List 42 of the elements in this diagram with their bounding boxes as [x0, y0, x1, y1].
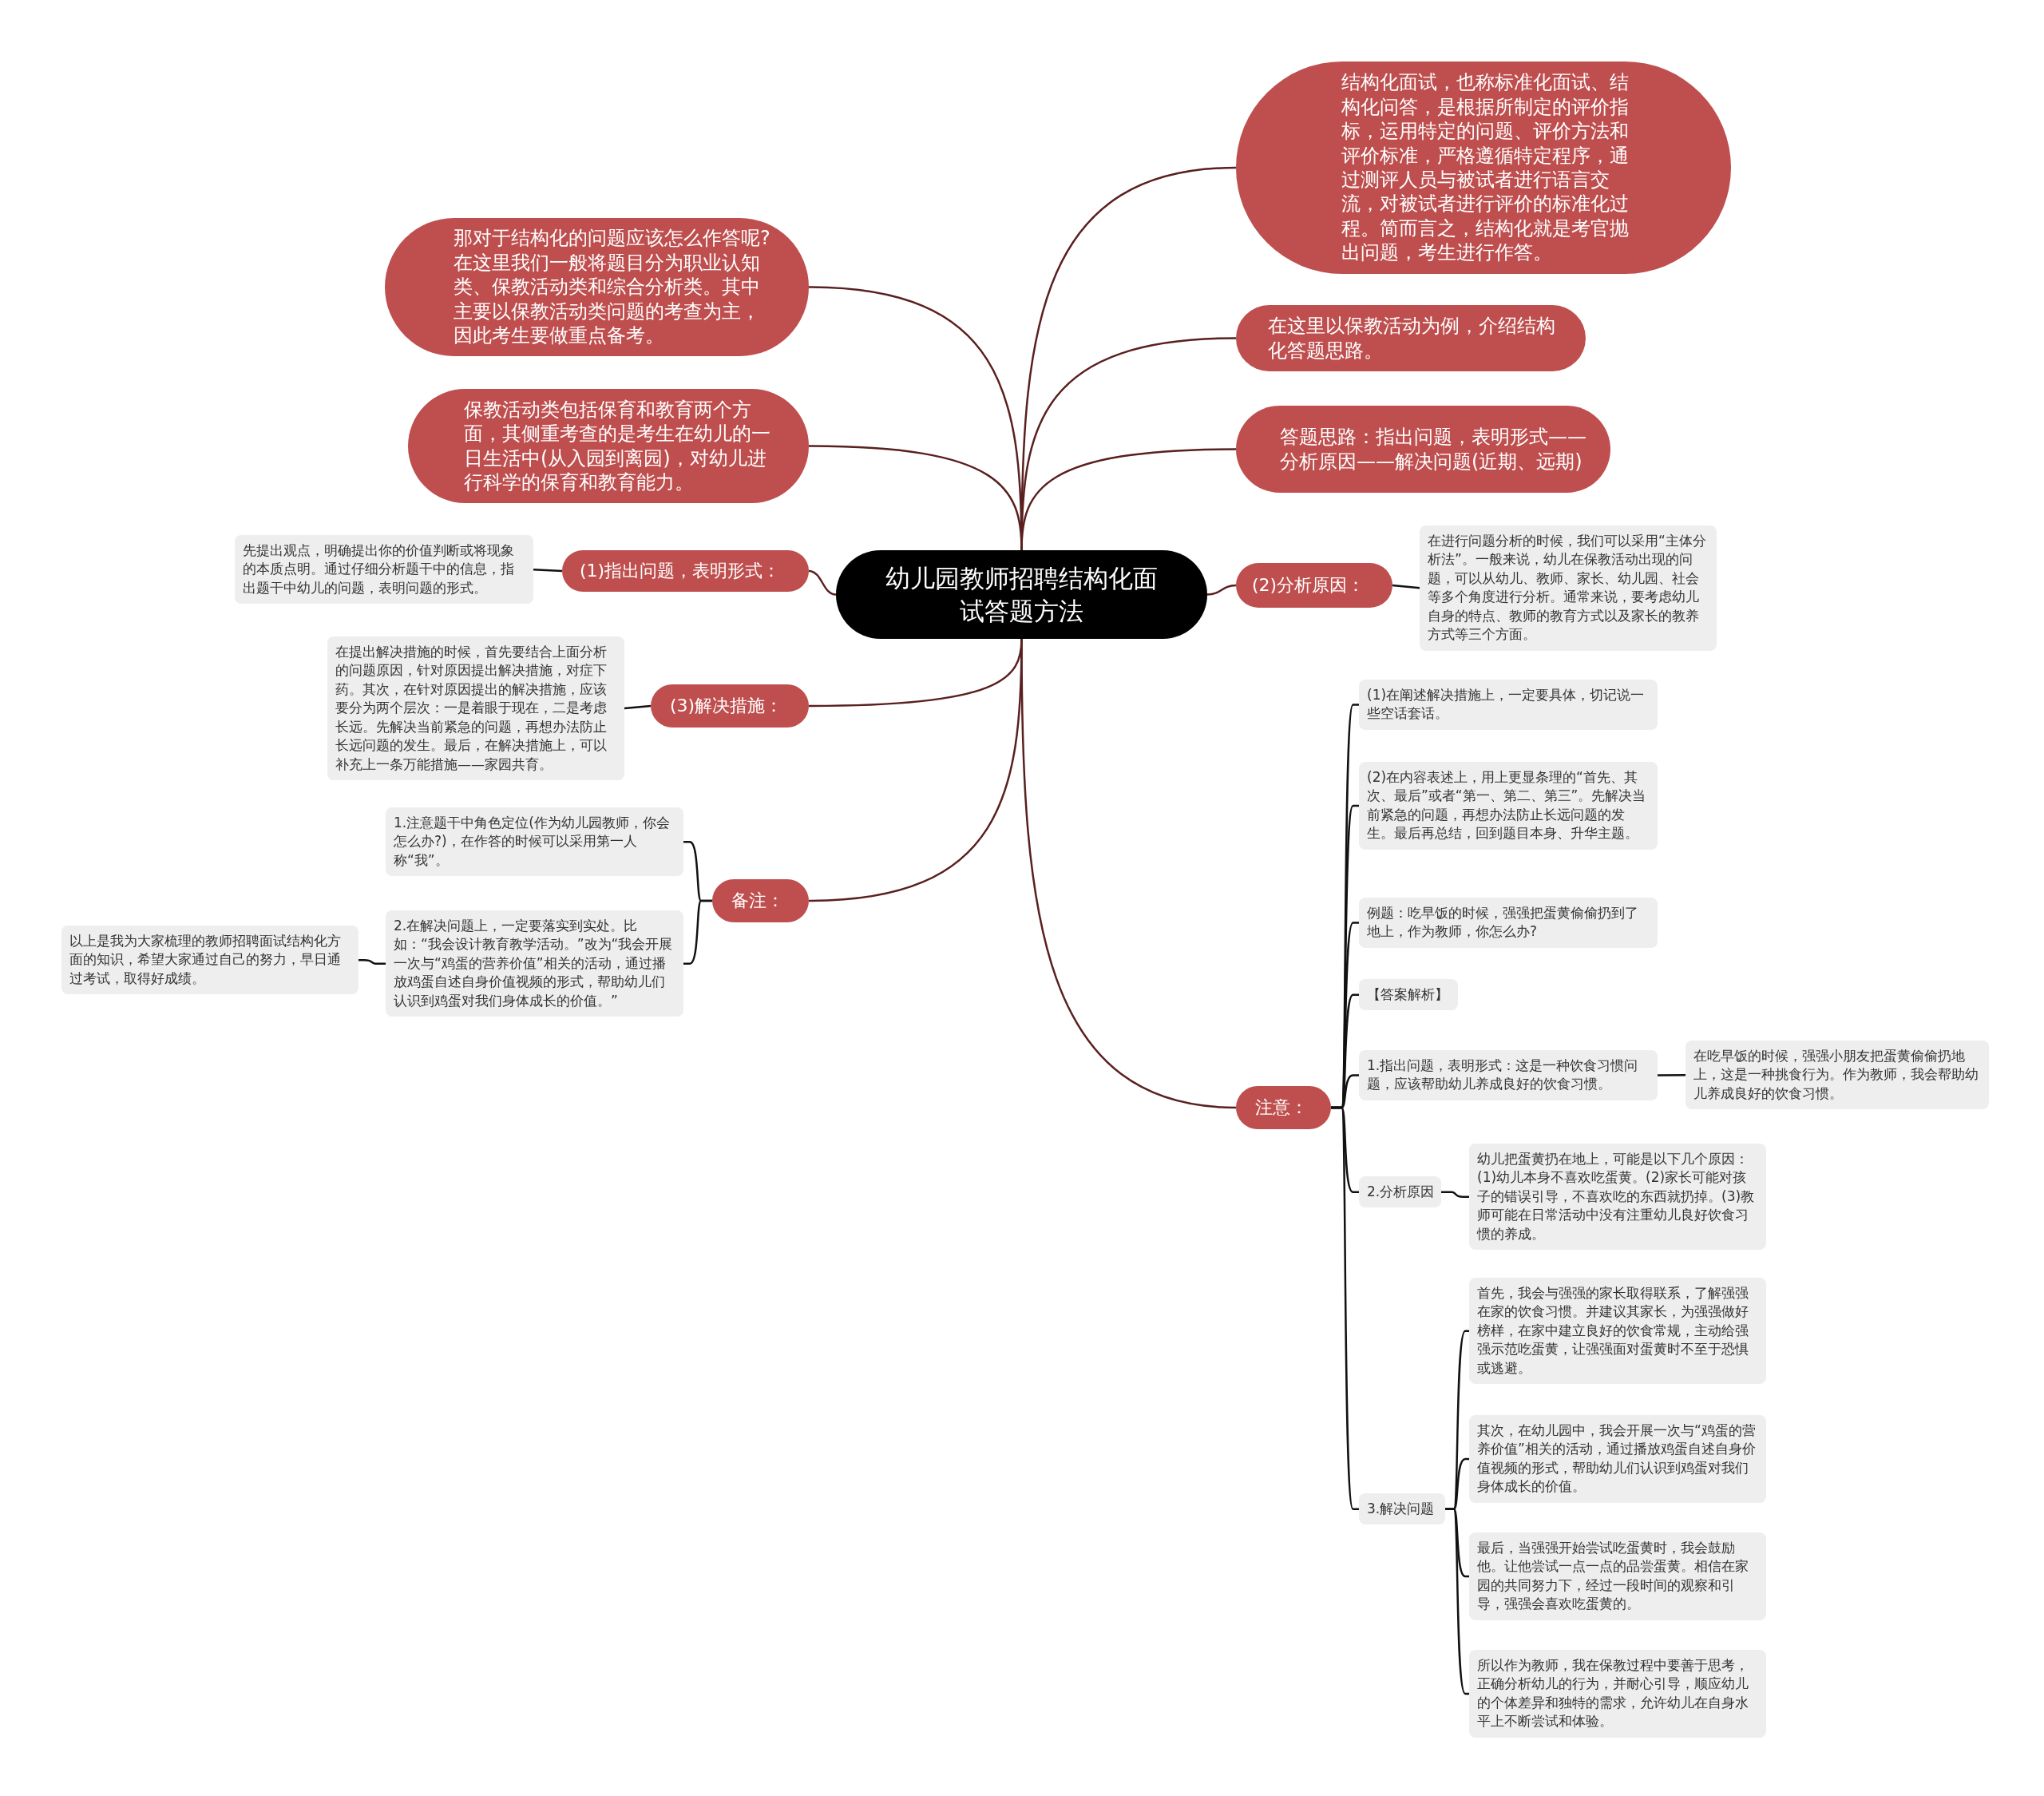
connector [624, 704, 652, 710]
connector [1331, 1106, 1359, 1510]
topic-pill: 保教活动类包括保育和教育两个方面，其侧重考查的是考生在幼儿的一日生活中(从入园到离园)，对幼儿进行科学的保育和教育能力。 [408, 389, 809, 503]
note-box: 首先，我会与强强的家长取得联系，了解强强在家的饮食习惯。并建议其家长，为强强做好榜样，在家中建立良好的饮食常规，主动给强强示范吃蛋黄，让强强面对蛋黄时不至于恐惧或逃避。 [1469, 1278, 1766, 1385]
connector [1020, 639, 1237, 1109]
topic-pill: (1)指出问题，表明形式： [562, 550, 809, 592]
note-box: 例题：吃早饭的时候，强强把蛋黄偷偷扔到了地上，作为教师，你怎么办? [1359, 898, 1658, 948]
topic-pill: 注意： [1236, 1086, 1331, 1129]
connector [808, 569, 837, 596]
connector [808, 445, 1023, 551]
topic-pill: (2)分析原因： [1236, 563, 1392, 608]
topic-pill: (3)解决措施： [651, 684, 809, 728]
topic-pill: 备注： [712, 879, 809, 922]
note-box: 幼儿把蛋黄扔在地上，可能是以下几个原因：(1)幼儿本身不喜欢吃蛋黄。(2)家长可能对孩子的错误引导，不喜欢吃的东西就扔掉。(3)教师可能在日常活动中没有注重幼儿良好饮食习惯的养成。 [1469, 1144, 1766, 1251]
connector [1441, 1191, 1469, 1198]
connector [358, 958, 386, 965]
note-box: 所以作为教师，我在保教过程中要善于思考，正确分析幼儿的行为，并耐心引导，顺应幼儿的个体差异和独特的需求，允许幼儿在自身水平上不断尝试和体验。 [1469, 1650, 1766, 1738]
connector [533, 568, 563, 573]
connector [1445, 1508, 1469, 1695]
note-box: 以上是我为大家梳理的教师招聘面试结构化方面的知识，希望大家通过自己的努力，早日通过考试，取得好成绩。 [61, 926, 358, 995]
topic-pill: 答题思路：指出问题，表明形式——分析原因——解决问题(近期、远期) [1236, 406, 1610, 493]
note-box: 在吃早饭的时候，强强小朋友把蛋黄偷偷扔地上，这是一种挑食行为。作为教师，我会帮助幼儿养成良好的饮食习惯。 [1686, 1041, 1989, 1110]
topic-pill: 那对于结构化的问题应该怎么作答呢?在这里我们一般将题目分为职业认知类、保教活动类和综合分析类。其中主要以保教活动类问题的考查为主，因此考生要做重点备考。 [385, 218, 809, 356]
note-box: 1.指出问题，表明形式：这是一种饮食习惯问题，应该帮助幼儿养成良好的饮食习惯。 [1359, 1050, 1658, 1100]
note-box: 1.注意题干中角色定位(作为幼儿园教师，你会怎么办?)，在作答的时候可以采用第一人称“我”。 [386, 807, 683, 877]
note-box: 其次，在幼儿园中，我会开展一次与“鸡蛋的营养价值”相关的活动，通过播放鸡蛋自述自身价值视频的形式，帮助幼儿们认识到鸡蛋对我们身体成长的价值。 [1469, 1415, 1766, 1503]
connector [1206, 584, 1237, 596]
note-box: 【答案解析】 [1359, 979, 1458, 1011]
connector [1658, 1073, 1686, 1076]
note-box: 3.解决问题 [1359, 1493, 1445, 1525]
note-box: 在提出解决措施的时候，首先要结合上面分析的问题原因，针对原因提出解决措施，对症下药。其次，在针对原因提出的解决措施，应该要分为两个层次：一是着眼于现在，二是考虑长远。先解决当前紧急的问题，再想办法防止长远问题的发生。最后，在解决措施上，可以补充上一条万能措施——家园共育。 [327, 636, 624, 781]
note-box: 在进行问题分析的时候，我们可以采用“主体分析法”。一般来说，幼儿在保教活动出现的问题，可以从幼儿、教师、家长、幼儿园、社会等多个角度进行分析。通常来说，要考虑幼儿自身的特点、教师的教育方式以及家长的教养方式等三个方面。 [1420, 525, 1717, 651]
note-box: 最后，当强强开始尝试吃蛋黄时，我会鼓励他。让他尝试一点一点的品尝蛋黄。相信在家园的共同努力下，经过一段时间的观察和引导，强强会喜欢吃蛋黄的。 [1469, 1532, 1766, 1620]
note-box: 2.分析原因 [1359, 1176, 1441, 1208]
note-box: 先提出观点，明确提出你的价值判断或将现象的本质点明。通过仔细分析题干中的信息，指出题干中幼儿的问题，表明问题的形式。 [235, 535, 533, 605]
topic-pill: 结构化面试，也称标准化面试、结构化问答，是根据所制定的评价指标，运用特定的问题、评价方法和评价标准，严格遵循特定程序，通过测评人员与被试者进行语言交流，对被试者进行评价的标准化过程。简而言之，结构化就是考官抛出问题，考生进行作答。 [1236, 61, 1731, 274]
topic-pill: 在这里以保教活动为例，介绍结构化答题思路。 [1236, 305, 1586, 371]
note-box: (2)在内容表述上，用上更显条理的“首先、其次、最后”或者“第一、第二、第三”。先解决当前紧急的问题，再想办法防止长远问题的发生。最后再总结，回到题目本身、升华主题。 [1359, 762, 1658, 850]
note-box: 2.在解决问题上，一定要落实到实处。比如：“我会设计教育教学活动。”改为“我会开展一次与“鸡蛋的营养价值”相关的活动，通过播放鸡蛋自述自身价值视频的形式，帮助幼儿们认识到鸡蛋对我们身体成长的价值。” [386, 910, 683, 1017]
connector [1392, 584, 1420, 589]
central-topic: 幼儿园教师招聘结构化面试答题方法 [836, 550, 1207, 639]
note-box: (1)在阐述解决措施上，一定要具体，切记说一些空话套话。 [1359, 680, 1658, 730]
